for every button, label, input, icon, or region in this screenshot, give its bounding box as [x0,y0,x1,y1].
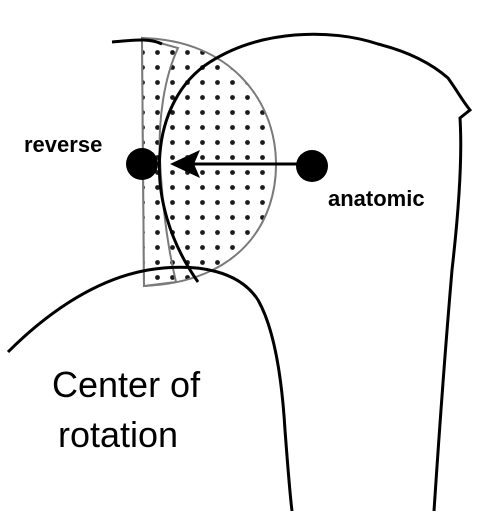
shift-arrowhead [170,150,200,178]
glenoid-edge [111,38,163,46]
scapula-outline [6,265,294,512]
anatomic-label: anatomic [328,186,425,211]
reverse-center-point [126,148,158,180]
caption-line-1: Center of [52,364,201,405]
humeral-head-outline [157,32,473,512]
reverse-label: reverse [24,132,102,157]
anatomic-center-point [296,150,328,182]
caption-line-2: rotation [58,414,178,455]
